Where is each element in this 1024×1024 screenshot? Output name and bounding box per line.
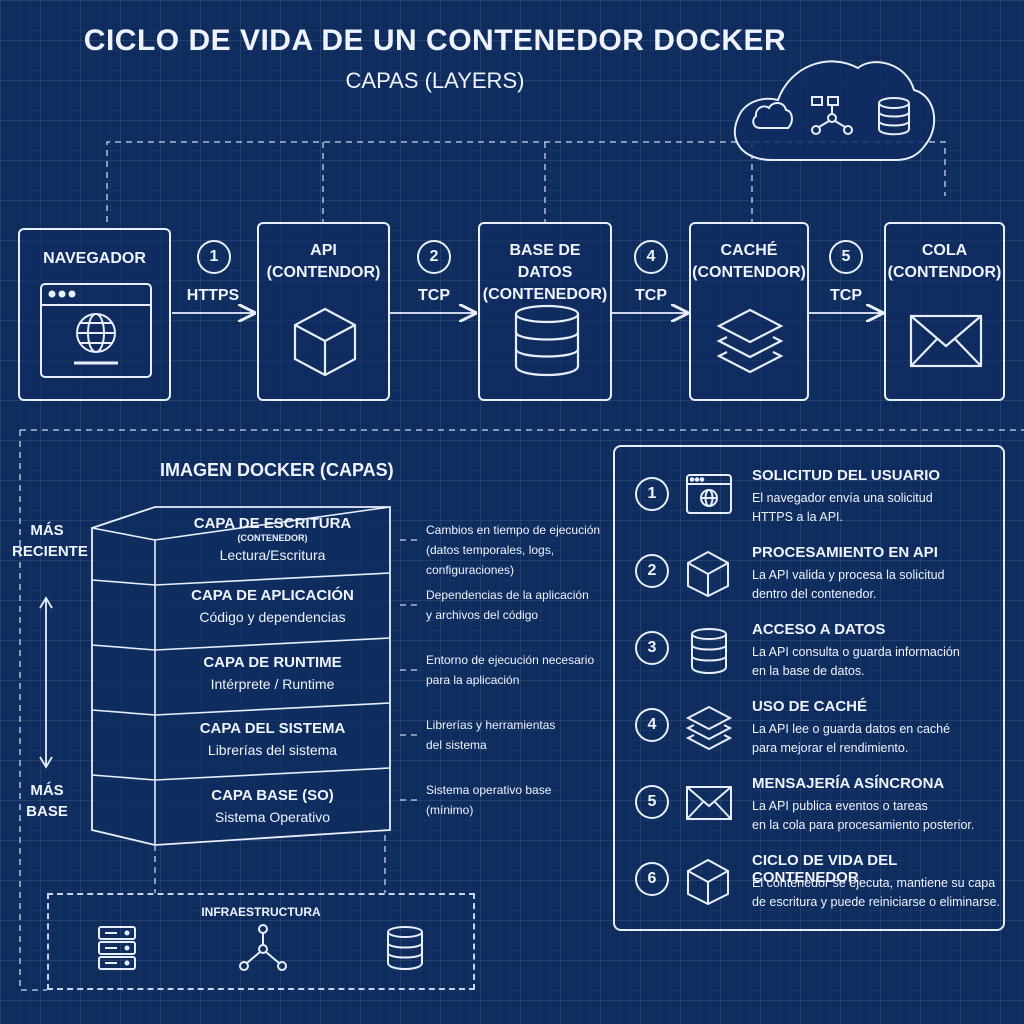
side-label-most-base: MÁS BASE bbox=[26, 782, 68, 820]
network-nodes-icon bbox=[237, 923, 289, 978]
step-item: 4 USO DE CACHÉ La API lee o guarda datos… bbox=[615, 696, 1007, 774]
step-description: La API valida y procesa la solicitud den… bbox=[752, 568, 945, 601]
connection-protocol-5: TCP bbox=[830, 287, 862, 304]
connection-protocol-2: TCP bbox=[418, 287, 450, 304]
layer-note-runtime: Entorno de ejecución necesario para la a… bbox=[426, 653, 595, 687]
base-de-datos-box: BASE DE DATOS (CONTENEDOR) bbox=[478, 222, 612, 401]
layer-title: CAPA DE APLICACIÓN bbox=[191, 587, 354, 604]
step-item: 6 CICLO DE VIDA DEL CONTENEDOR El conten… bbox=[615, 850, 1007, 928]
envelope-icon bbox=[685, 785, 733, 826]
cube-icon bbox=[685, 550, 731, 603]
layer-subtitle: Lectura/Escritura bbox=[219, 547, 326, 563]
step-description: La API consulta o guarda información en … bbox=[752, 645, 960, 678]
layer-base: CAPA BASE (SO) Sistema Operativo bbox=[155, 787, 390, 837]
layer-runtime: CAPA DE RUNTIME Intérprete / Runtime bbox=[155, 654, 390, 704]
connection-protocol-4: TCP bbox=[635, 287, 667, 304]
step-title: MENSAJERÍA ASÍNCRONA bbox=[752, 775, 945, 792]
side-label-most-recent: MÁS RECIENTE bbox=[12, 522, 88, 560]
connection-number-1: 1 bbox=[197, 240, 231, 274]
api-label: API (CONTENDOR) bbox=[266, 242, 381, 281]
layer-note-aplicacion: Dependencias de la aplicación y archivos… bbox=[426, 588, 589, 622]
step-title: CICLO DE VIDA DEL CONTENEDOR bbox=[752, 852, 898, 886]
step-item: 3 ACCESO A DATOS La API consulta o guard… bbox=[615, 619, 1007, 697]
infra-box: INFRAESTRUCTURA bbox=[47, 893, 475, 990]
cache-label: CACHÉ (CONTENDOR) bbox=[692, 242, 806, 281]
step-number: 1 bbox=[635, 477, 669, 511]
connection-number-2: 2 bbox=[417, 240, 451, 274]
base-de-datos-label: BASE DE DATOS (CONTENEDOR) bbox=[482, 242, 608, 303]
layer-title: CAPA DE RUNTIME bbox=[203, 654, 342, 671]
step-item: 5 MENSAJERÍA ASÍNCRONA La API publica ev… bbox=[615, 773, 1007, 851]
layer-sistema: CAPA DEL SISTEMA Librerías del sistema bbox=[155, 720, 390, 770]
layer-stack: CAPA DE ESCRITURA (CONTENEDOR) Lectura/E… bbox=[155, 507, 390, 842]
step-title: ACCESO A DATOS bbox=[752, 621, 886, 638]
layer-title: CAPA DEL SISTEMA bbox=[199, 720, 346, 737]
cube-icon bbox=[685, 858, 731, 911]
connection-number-5: 5 bbox=[829, 240, 863, 274]
page-title: CICLO DE VIDA DE UN CONTENEDOR DOCKER bbox=[83, 24, 787, 57]
step-title: USO DE CACHÉ bbox=[752, 698, 868, 715]
cola-label: COLA (CONTENDOR) bbox=[887, 242, 1002, 281]
image-section-title: IMAGEN DOCKER (CAPAS) bbox=[160, 460, 394, 480]
cloud-icon bbox=[750, 98, 794, 137]
envelope-icon bbox=[909, 314, 983, 373]
step-title: SOLICITUD DEL USUARIO bbox=[752, 467, 941, 484]
database-icon bbox=[512, 304, 582, 383]
network-nodes-icon bbox=[808, 94, 856, 141]
step-number: 6 bbox=[635, 862, 669, 896]
layer-subtitle: Intérprete / Runtime bbox=[210, 676, 335, 692]
step-description: El navegador envía una solicitud HTTPS a… bbox=[752, 491, 933, 524]
step-title: PROCESAMIENTO EN API bbox=[752, 544, 938, 561]
step-description: La API publica eventos o tareas en la co… bbox=[752, 799, 975, 832]
step-item: 1 SOLICITUD DEL USUARIO El navegador env… bbox=[615, 465, 1007, 543]
api-box: API (CONTENDOR) bbox=[257, 222, 390, 401]
steps-panel: 1 SOLICITUD DEL USUARIO El navegador env… bbox=[613, 445, 1005, 931]
layers-icon bbox=[685, 704, 733, 757]
navegador-label: NAVEGADOR bbox=[43, 250, 146, 267]
layer-subtitle: Librerías del sistema bbox=[207, 742, 338, 758]
step-number: 3 bbox=[635, 631, 669, 665]
layers-icon bbox=[715, 306, 785, 381]
layer-subtitle: Código y dependencias bbox=[199, 609, 346, 625]
step-description: La API lee o guarda datos en caché para … bbox=[752, 722, 951, 755]
browser-globe-icon bbox=[685, 473, 733, 520]
database-icon bbox=[876, 96, 912, 141]
connection-number-4: 4 bbox=[634, 240, 668, 274]
step-number: 4 bbox=[635, 708, 669, 742]
step-item: 2 PROCESAMIENTO EN API La API valida y p… bbox=[615, 542, 1007, 620]
layer-escritura: CAPA DE ESCRITURA (CONTENEDOR) Lectura/E… bbox=[155, 515, 390, 575]
layer-title: CAPA DE ESCRITURA bbox=[193, 515, 352, 532]
navegador-box: NAVEGADOR bbox=[18, 228, 171, 401]
layer-note-sistema: Librerías y herramientas del sistema bbox=[426, 718, 556, 752]
cola-box: COLA (CONTENDOR) bbox=[884, 222, 1005, 401]
page-subtitle: CAPAS (LAYERS) bbox=[345, 68, 525, 93]
database-icon bbox=[689, 627, 729, 680]
connection-protocol-1: HTTPS bbox=[186, 287, 240, 304]
layer-tag: (CONTENEDOR) bbox=[237, 533, 308, 543]
step-number: 2 bbox=[635, 554, 669, 588]
step-description: El contenedor se ejecuta, mantiene su ca… bbox=[752, 876, 1001, 909]
browser-globe-icon bbox=[40, 283, 152, 383]
layer-aplicacion: CAPA DE APLICACIÓN Código y dependencias bbox=[155, 587, 390, 637]
layer-subtitle: Sistema Operativo bbox=[214, 809, 331, 825]
layer-note-base: Sistema operativo base (mínimo) bbox=[426, 783, 552, 817]
layer-note-escritura: Cambios en tiempo de ejecución (datos te… bbox=[426, 523, 601, 577]
layer-title: CAPA BASE (SO) bbox=[211, 787, 334, 804]
cube-icon bbox=[292, 307, 358, 382]
infra-title: INFRAESTRUCTURA bbox=[201, 905, 321, 919]
cache-box: CACHÉ (CONTENDOR) bbox=[689, 222, 809, 401]
step-number: 5 bbox=[635, 785, 669, 819]
server-icon bbox=[97, 925, 137, 976]
database-icon bbox=[385, 925, 425, 976]
